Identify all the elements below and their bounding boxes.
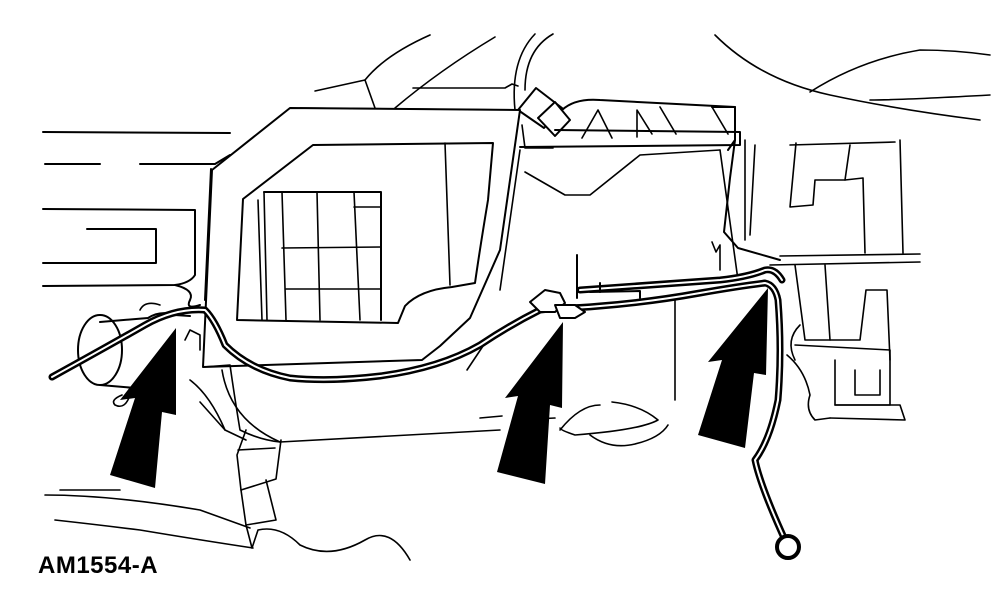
figure-label: AM1554-A — [38, 552, 159, 579]
center-bulkhead — [499, 98, 741, 291]
callout-arrows — [110, 288, 768, 488]
upper-dash-outline — [299, 33, 991, 121]
heater-housing — [202, 107, 521, 368]
arrow-right-icon — [698, 288, 768, 448]
lower-duct — [202, 299, 676, 447]
center-wire-clip — [529, 254, 586, 319]
arrow-left-icon — [110, 328, 176, 488]
top-connector — [517, 87, 571, 149]
right-side-components — [711, 106, 921, 421]
left-panel-structure — [42, 131, 231, 308]
lower-left-bracket — [44, 379, 411, 561]
arrow-center-icon — [497, 322, 563, 484]
connector-terminal — [775, 534, 801, 560]
